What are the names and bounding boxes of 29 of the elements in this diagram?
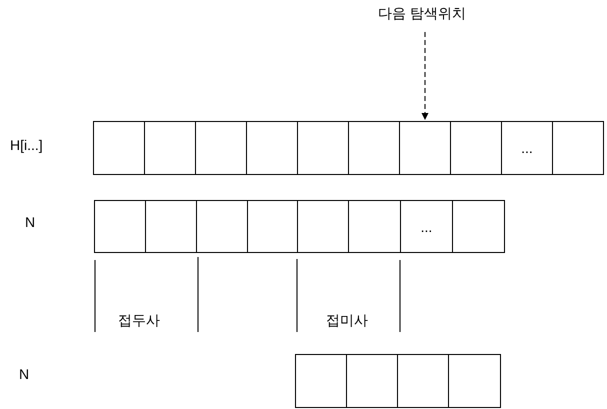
array-cell xyxy=(94,200,146,253)
array-cell xyxy=(246,121,298,175)
array-cell xyxy=(452,200,505,253)
array-cell xyxy=(552,121,604,175)
row-label: H[i...] xyxy=(10,137,43,153)
array-cell xyxy=(297,121,349,175)
row-label: N xyxy=(19,366,30,382)
array-cell xyxy=(450,121,502,175)
array-cell: ... xyxy=(400,200,453,253)
row-label: 접두사 xyxy=(118,312,160,330)
row-label: 접미사 xyxy=(326,312,368,330)
array-cell xyxy=(397,354,449,408)
array-cell xyxy=(346,354,398,408)
array-cell xyxy=(297,200,349,253)
array-cell xyxy=(144,121,196,175)
array-cell: ... xyxy=(501,121,553,175)
arrow xyxy=(422,32,428,120)
array-cell xyxy=(196,200,248,253)
array-cell xyxy=(295,354,347,408)
position-label: 다음 탐색위치 xyxy=(378,5,466,23)
array-cell xyxy=(145,200,197,253)
array-cell xyxy=(93,121,145,175)
row-label: N xyxy=(25,214,36,230)
array-cell xyxy=(448,354,501,408)
array-cell xyxy=(247,200,298,253)
array-cell xyxy=(195,121,247,175)
array-cell xyxy=(399,121,451,175)
array-cell xyxy=(348,121,400,175)
array-cell xyxy=(348,200,401,253)
